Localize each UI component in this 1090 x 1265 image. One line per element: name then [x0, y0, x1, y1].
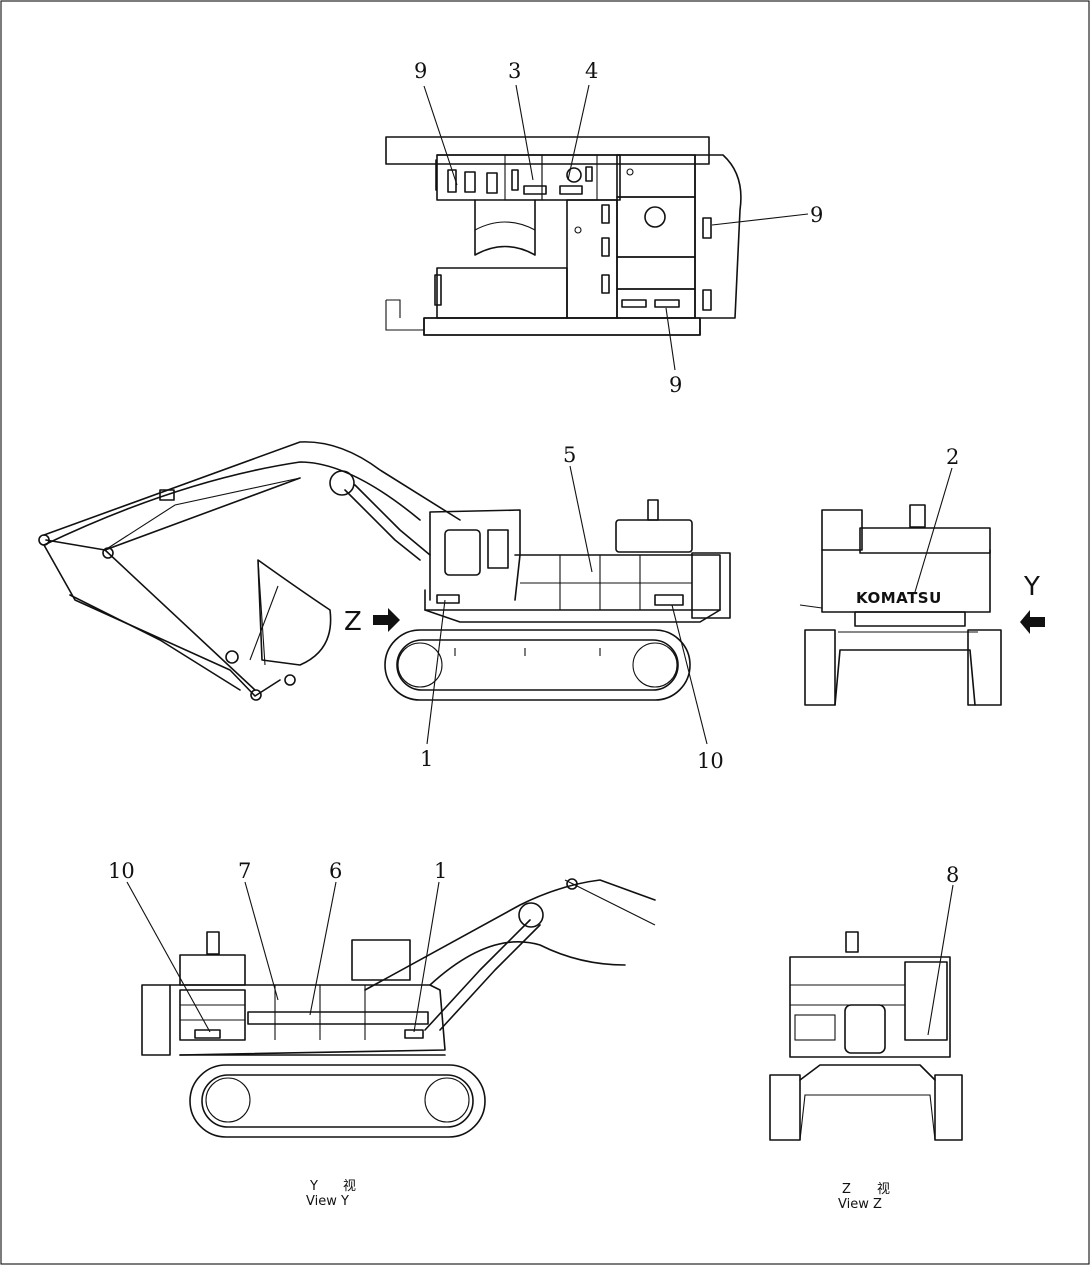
caption-view-y-glyph: 视: [343, 1179, 356, 1194]
side-view: [38, 441, 731, 745]
arrow-y-label: Y: [1023, 572, 1040, 602]
callout-10-view-y: 10: [108, 859, 135, 883]
view-z: [769, 884, 963, 1141]
callout-5: 5: [563, 443, 576, 467]
top-view: [385, 84, 809, 371]
caption-view-z-letter: Z: [842, 1182, 851, 1197]
komatsu-brand-plate: KOMATSU: [856, 589, 942, 607]
callout-9-top-left: 9: [414, 59, 427, 83]
callout-1-view-y: 1: [434, 859, 447, 883]
callout-4: 4: [585, 59, 598, 83]
callout-7: 7: [238, 859, 251, 883]
view-y: [126, 878, 656, 1138]
callout-2: 2: [946, 445, 959, 469]
caption-view-y: View Y: [306, 1194, 349, 1209]
callout-9-top-right: 9: [810, 203, 823, 227]
caption-view-z: View Z: [838, 1197, 882, 1212]
rear-view: [799, 467, 1045, 706]
arrow-z-label: Z: [344, 607, 362, 637]
callout-8: 8: [946, 863, 959, 887]
callout-9-top-bottom: 9: [669, 373, 682, 397]
callout-10-side: 10: [697, 749, 724, 773]
caption-view-z-glyph: 视: [877, 1182, 890, 1197]
callout-1-side: 1: [420, 747, 433, 771]
caption-view-y-letter: Y: [309, 1179, 318, 1194]
callout-6: 6: [329, 859, 342, 883]
callout-3: 3: [508, 59, 521, 83]
